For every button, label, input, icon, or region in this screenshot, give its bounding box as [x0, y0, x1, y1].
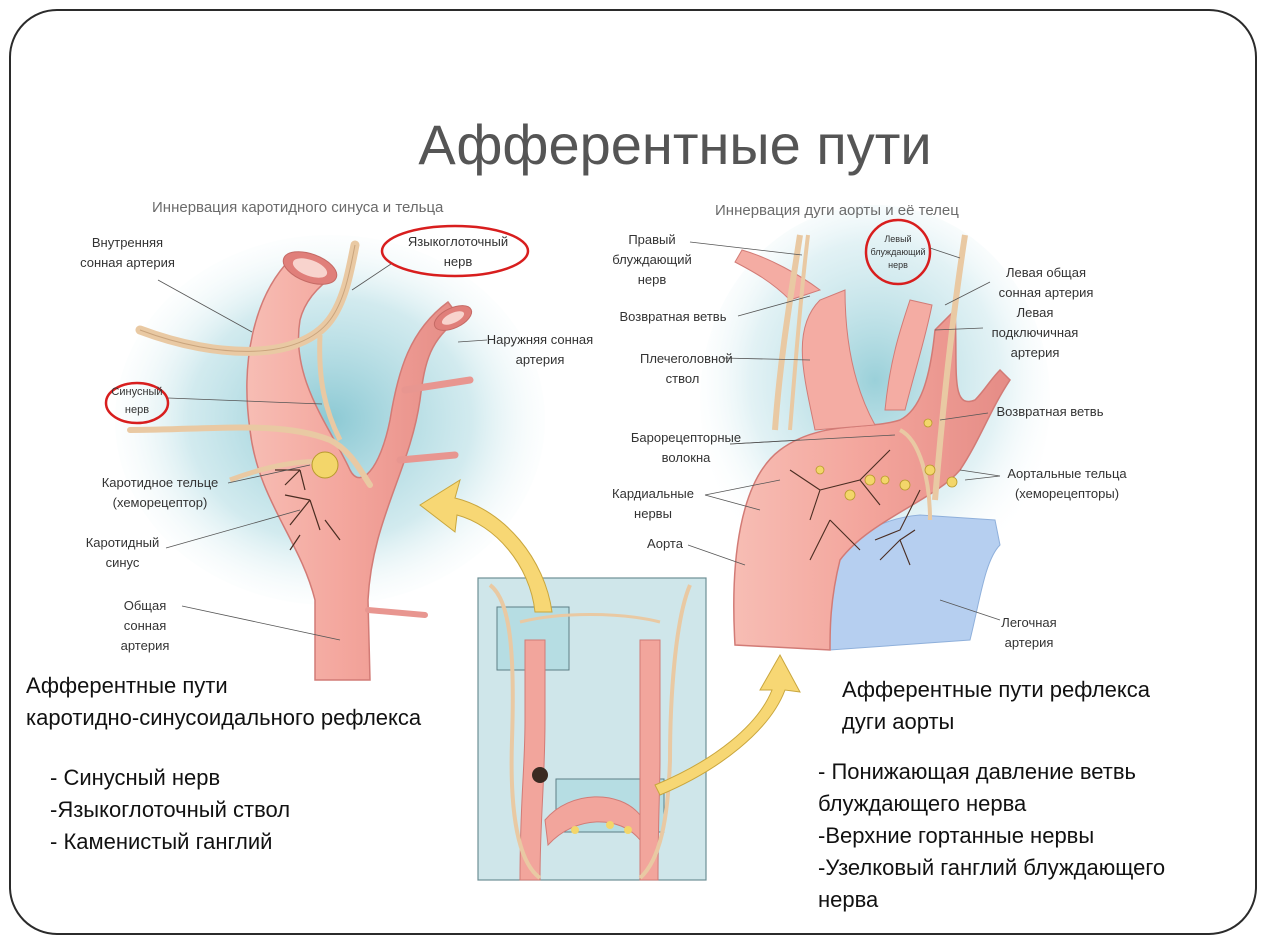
right-list-item: -Верхние гортанные нервы: [818, 823, 1095, 848]
label-baroreceptor-fibers: Барорецепторные волокна: [630, 430, 742, 465]
highlight-circle: [104, 381, 170, 425]
right-heading-line1: Афферентные пути рефлекса: [842, 677, 1151, 702]
right-list-item: нерва: [818, 887, 879, 912]
label-recurrent-branch-left: Возвратная ветвь: [996, 404, 1104, 419]
aortic-subtitle: Иннервация дуги аорты и её телец: [715, 202, 959, 219]
label-brachiocephalic: Плечеголовной ствол: [640, 351, 733, 386]
label-common-carotid: Общая сонная артерия: [120, 598, 170, 653]
label-external-carotid: Наружняя сонная артерия: [486, 332, 594, 367]
right-list-item: -Узелковый ганглий блуждающего: [818, 855, 1166, 880]
left-list-item: -Языкоглоточный ствол: [50, 797, 291, 822]
label-sinus-nerve: Синусный нерв: [111, 386, 163, 416]
label-cardiac-nerves: Кардиальные нервы: [612, 486, 694, 521]
label-pulmonary-artery: Легочная артерия: [1001, 615, 1057, 650]
slide-title: Афферентные пути: [418, 113, 932, 176]
right-list-item: блуждающего нерва: [818, 791, 1027, 816]
left-list-item: - Синусный нерв: [50, 765, 221, 790]
label-internal-carotid: Внутренняя сонная артерия: [80, 235, 175, 270]
overview-diagram: [477, 577, 707, 881]
label-carotid-body: Каротидное тельце (хеморецептор): [101, 475, 219, 510]
label-left-subclavian: Левая подключичная артерия: [991, 305, 1079, 360]
highlight-circle: [380, 224, 530, 278]
highlight-circle: [864, 218, 932, 286]
arrow-to-carotid: [419, 478, 553, 613]
arrow-to-aorta: [654, 653, 801, 796]
left-list-item: - Каменистый ганглий: [50, 829, 273, 854]
label-carotid-sinus: Каротидный синус: [85, 535, 160, 570]
carotid-subtitle: Иннервация каротидного синуса и тельца: [152, 199, 444, 216]
right-list-item: - Понижающая давление ветвь: [818, 759, 1137, 784]
left-heading-line2: каротидно-синусоидального рефлекса: [26, 705, 422, 730]
label-aorta: Аорта: [647, 536, 683, 551]
right-heading-line2: дуги аорты: [842, 709, 955, 734]
label-aortic-bodies: Аортальные тельца (хеморецепторы): [1007, 466, 1127, 501]
label-left-common-carotid: Левая общая сонная артерия: [998, 265, 1094, 300]
label-glossopharyngeal-nerve: Языкоглоточный нерв: [407, 234, 509, 269]
label-left-vagus: Левый блуждающий нерв: [870, 234, 926, 270]
left-heading-line1: Афферентные пути: [26, 673, 228, 698]
label-recurrent-branch-right: Возвратная ветвь: [619, 309, 727, 324]
label-right-vagus: Правый блуждающий нерв: [612, 232, 692, 287]
